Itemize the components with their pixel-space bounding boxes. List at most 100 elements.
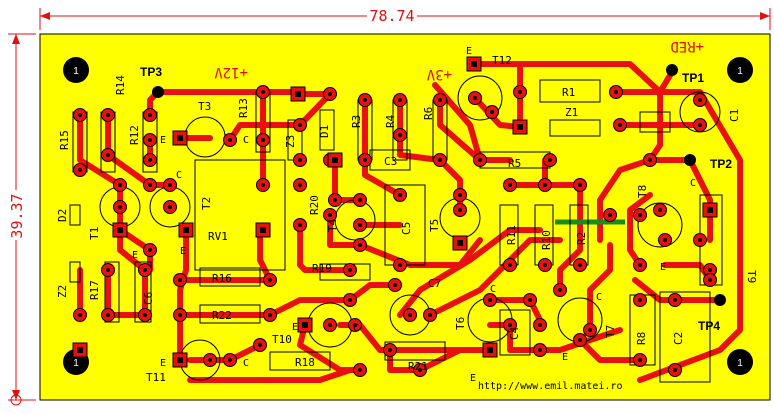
svg-text:C: C xyxy=(243,358,249,369)
c3-label: C3 xyxy=(384,155,397,168)
t3-label: T3 xyxy=(198,100,211,113)
pad-hole xyxy=(428,313,432,317)
square-pad-hole xyxy=(707,207,713,213)
pad-hole xyxy=(548,158,552,162)
pad-hole xyxy=(458,208,462,212)
svg-text:1: 1 xyxy=(737,66,743,77)
pad-hole xyxy=(398,193,402,197)
z3-label: Z3 xyxy=(284,135,297,148)
svg-text:E: E xyxy=(132,250,138,261)
dimension-width: 78.74 xyxy=(39,7,771,30)
pad-hole xyxy=(118,205,122,209)
pad-hole xyxy=(228,138,232,142)
pad-hole xyxy=(478,158,482,162)
pad-hole xyxy=(268,313,272,317)
pad-hole xyxy=(258,343,262,347)
square-pad-hole xyxy=(302,322,308,328)
pad-hole xyxy=(168,205,172,209)
t9-label: T9 xyxy=(745,270,758,283)
r4-label: R4 xyxy=(384,114,397,128)
pad-hole xyxy=(618,123,622,127)
t11-label: T11 xyxy=(146,371,166,384)
pad-hole xyxy=(708,278,712,282)
svg-text:E: E xyxy=(292,322,298,333)
dimension-width-label: 78.74 xyxy=(369,7,414,25)
pad-hole xyxy=(708,268,712,272)
pad-hole xyxy=(508,183,512,187)
t6-label: T6 xyxy=(454,317,467,330)
pad-hole xyxy=(408,313,412,317)
pad-hole xyxy=(663,238,667,242)
pad-hole xyxy=(508,323,512,327)
pad-hole xyxy=(458,193,462,197)
r5-label: R5 xyxy=(508,157,521,170)
r6-label: R6 xyxy=(422,107,435,120)
pad-hole xyxy=(78,113,82,117)
mounting-hole-br: 1 xyxy=(727,349,753,375)
svg-text:E: E xyxy=(562,352,568,363)
svg-text:C: C xyxy=(243,135,249,146)
pad-hole xyxy=(658,208,662,212)
pad-hole xyxy=(333,198,337,202)
pad-hole xyxy=(538,348,542,352)
pad-hole xyxy=(261,138,265,142)
pad-hole xyxy=(358,243,362,247)
svg-text:E: E xyxy=(466,46,472,57)
square-pad-hole xyxy=(487,347,493,353)
r15-label: R15 xyxy=(58,130,71,150)
pad-hole xyxy=(118,183,122,187)
pad-hole xyxy=(543,263,547,267)
r10-label: R10 xyxy=(540,230,553,250)
pad-hole xyxy=(178,278,182,282)
mounting-hole-tr: 1 xyxy=(727,57,753,83)
pad-hole xyxy=(358,368,362,372)
r3-label: R3 xyxy=(350,115,363,128)
t12-label: T12 xyxy=(492,54,512,67)
d1-label: D1 xyxy=(318,125,331,138)
dimension-height-label: 39.37 xyxy=(8,193,26,238)
pad-hole xyxy=(353,323,357,327)
pad-hole xyxy=(106,313,110,317)
svg-text:C: C xyxy=(176,170,182,181)
pad-hole xyxy=(148,183,152,187)
pad-hole xyxy=(614,90,618,94)
pad-hole xyxy=(178,313,182,317)
pad-hole xyxy=(518,90,522,94)
pad-hole xyxy=(168,183,172,187)
pad-hole xyxy=(268,278,272,282)
pad-hole xyxy=(78,313,82,317)
r12-label: R12 xyxy=(128,125,141,145)
pad-hole xyxy=(328,323,332,327)
pad-hole xyxy=(648,158,652,162)
rv1-label: RV1 xyxy=(208,230,228,243)
pad-hole xyxy=(298,223,302,227)
tp4-label: TP4 xyxy=(698,319,720,333)
pad-hole xyxy=(608,213,612,217)
pad-hole xyxy=(438,158,442,162)
svg-text:C: C xyxy=(490,284,496,295)
pad-hole xyxy=(638,298,642,302)
pad-hole xyxy=(143,313,147,317)
labels: TP3 TP1 TP2 TP4 +12V +3V +RED R14 R15 R1… xyxy=(56,38,758,392)
pad-hole xyxy=(298,123,302,127)
r19-label: R19 xyxy=(312,262,332,275)
square-pad-hole xyxy=(457,240,463,246)
t10-label: T10 xyxy=(272,333,292,346)
tp2-label: TP2 xyxy=(710,157,732,171)
pad-hole xyxy=(538,323,542,327)
pad-hole xyxy=(106,113,110,117)
website-url: http://www.emil.matei.ro xyxy=(478,381,623,392)
pad-hole xyxy=(348,268,352,272)
pad-hole xyxy=(106,153,110,157)
rail-3v-label: +3V xyxy=(426,66,452,82)
pad-hole xyxy=(228,358,232,362)
square-pad-hole xyxy=(517,124,523,130)
r1-label: R1 xyxy=(562,86,575,99)
svg-text:1: 1 xyxy=(73,66,79,77)
square-pad-hole xyxy=(471,61,477,67)
pad-hole xyxy=(578,338,582,342)
pad-hole xyxy=(418,368,422,372)
svg-text:1: 1 xyxy=(73,358,79,369)
pad-hole xyxy=(698,123,702,127)
